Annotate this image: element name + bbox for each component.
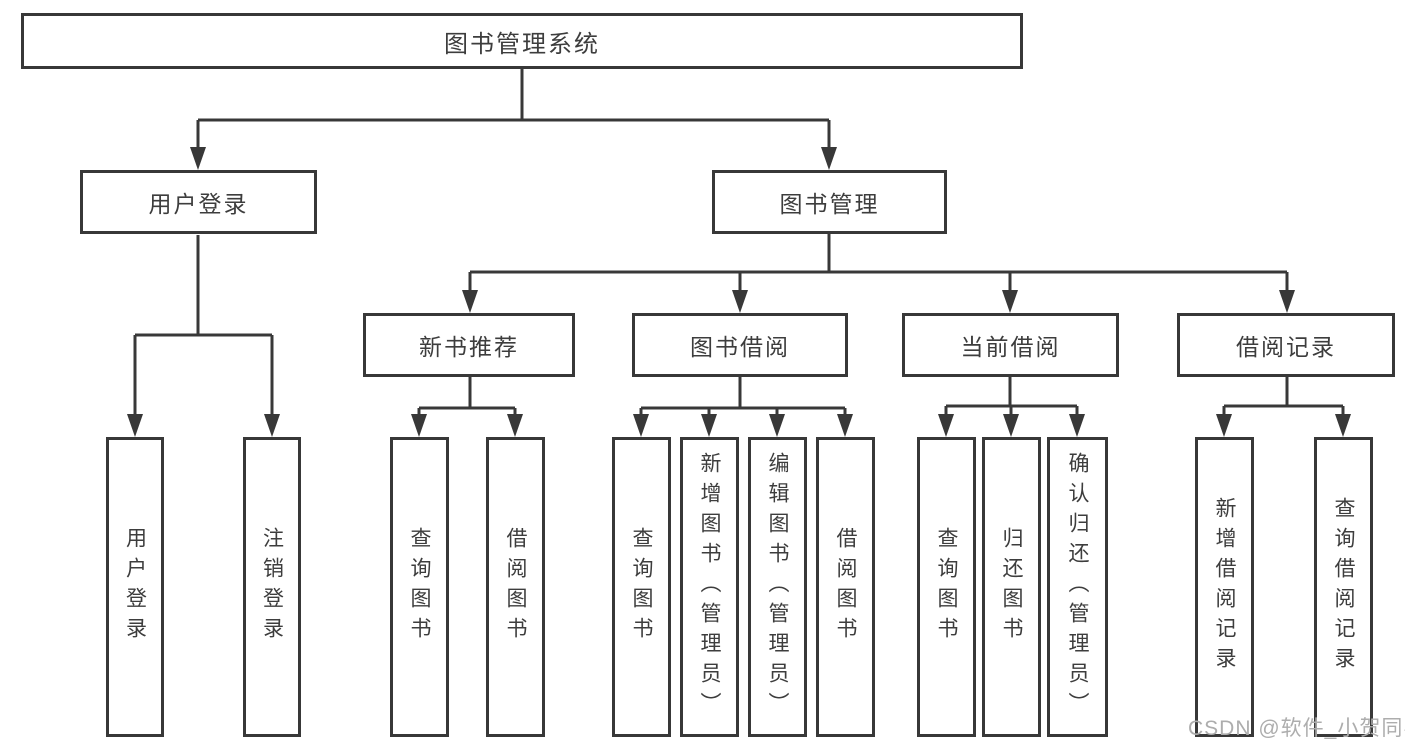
leaf-return-books: 归还图书 <box>982 437 1041 737</box>
leaf-add-borrow-record: 新增借阅记录 <box>1195 437 1254 737</box>
leaf-label: 查询图书 <box>935 527 958 647</box>
leaf-label: 借阅图书 <box>834 527 857 647</box>
node-new-book-recommend: 新书推荐 <box>363 313 575 377</box>
leaf-borrow-books: 借阅图书 <box>816 437 875 737</box>
node-book-borrow: 图书借阅 <box>632 313 848 377</box>
node-label: 借阅记录 <box>1236 334 1336 360</box>
leaf-logout: 注销登录 <box>243 437 301 737</box>
leaf-borrow-books-recommend: 借阅图书 <box>486 437 545 737</box>
leaf-add-books-admin: 新增图书（管理员） <box>680 437 739 737</box>
node-label: 新书推荐 <box>419 334 519 360</box>
leaf-label: 确认归还（管理员） <box>1066 452 1089 722</box>
leaf-label: 归还图书 <box>1000 527 1023 647</box>
leaf-query-books-borrow: 查询图书 <box>612 437 671 737</box>
leaf-label: 借阅图书 <box>504 527 527 647</box>
node-label: 图书管理 <box>779 191 880 217</box>
node-label: 图书借阅 <box>690 334 790 360</box>
node-library-system: 图书管理系统 <box>21 13 1023 69</box>
leaf-label: 编辑图书（管理员） <box>766 452 789 722</box>
node-user-login: 用户登录 <box>80 170 317 234</box>
leaf-label: 新增借阅记录 <box>1213 497 1236 677</box>
csdn-watermark: CSDN @软件_小贺同学 <box>1188 717 1405 740</box>
node-label: 当前借阅 <box>960 334 1061 360</box>
leaf-label: 新增图书（管理员） <box>698 452 721 722</box>
node-book-management: 图书管理 <box>712 170 947 234</box>
leaf-label: 注销登录 <box>260 527 284 647</box>
node-borrow-records: 借阅记录 <box>1177 313 1395 377</box>
leaf-label: 用户登录 <box>123 527 147 647</box>
leaf-query-books-current: 查询图书 <box>917 437 976 737</box>
leaf-query-books-recommend: 查询图书 <box>390 437 449 737</box>
leaf-confirm-return-admin: 确认归还（管理员） <box>1047 437 1108 737</box>
node-label: 图书管理系统 <box>444 30 600 58</box>
leaf-query-borrow-record: 查询借阅记录 <box>1314 437 1373 737</box>
leaf-label: 查询图书 <box>408 527 431 647</box>
node-label: 用户登录 <box>148 191 249 217</box>
node-current-borrow: 当前借阅 <box>902 313 1119 377</box>
leaf-edit-books-admin: 编辑图书（管理员） <box>748 437 807 737</box>
leaf-label: 查询借阅记录 <box>1332 497 1355 677</box>
leaf-user-login: 用户登录 <box>106 437 164 737</box>
leaf-label: 查询图书 <box>630 527 653 647</box>
